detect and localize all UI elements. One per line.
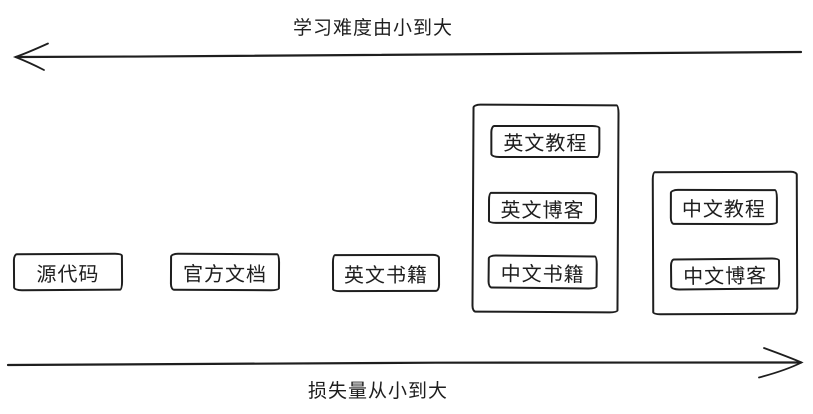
arrow-right-icon [6, 347, 804, 379]
group-english-resources: 英文教程 英文博客 中文书籍 [471, 103, 620, 314]
node-official-docs: 官方文档 [169, 252, 281, 292]
node-chinese-blogs: 中文博客 [669, 257, 781, 291]
bottom-axis-label: 损失量从小到大 [308, 381, 449, 402]
group-chinese-resources: 中文教程 中文博客 [651, 170, 799, 316]
node-english-books: 英文书籍 [331, 253, 441, 293]
node-english-tutorials: 英文教程 [490, 124, 601, 159]
top-axis-label: 学习难度由小到大 [293, 18, 454, 39]
node-english-blogs: 英文博客 [487, 191, 598, 225]
arrow-left-icon [12, 42, 803, 71]
node-chinese-tutorials: 中文教程 [669, 188, 778, 226]
node-source-code: 源代码 [12, 252, 124, 292]
node-chinese-books: 中文书籍 [487, 254, 598, 290]
